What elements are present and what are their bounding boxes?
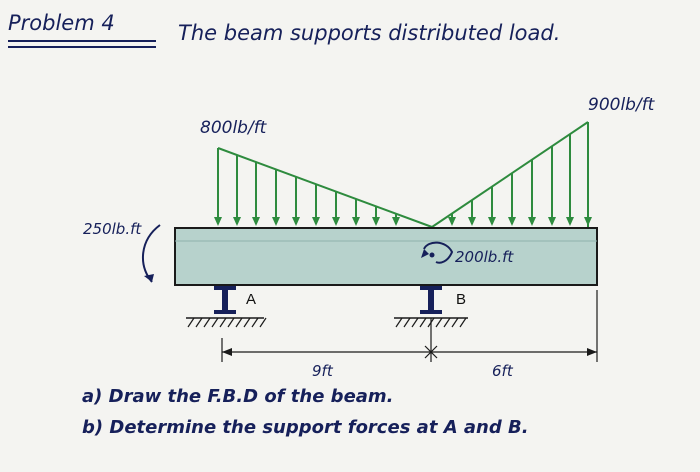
load-arrows xyxy=(214,122,592,226)
support-b-top-flange xyxy=(420,286,442,290)
load-arrow-head xyxy=(214,217,222,226)
ground-hatch-line xyxy=(403,317,411,328)
load-arrow-head xyxy=(352,217,360,226)
support-a: A xyxy=(186,286,267,328)
left-moment-arc xyxy=(141,224,161,283)
dim-label-ab: 9ft xyxy=(312,362,334,380)
support-a-web xyxy=(222,290,228,312)
load-arrow-head xyxy=(292,217,300,226)
load-arrow-head xyxy=(312,217,320,226)
ground-hatch-line xyxy=(219,317,227,328)
load-arrow-head xyxy=(528,217,536,226)
ground-hatch-line xyxy=(227,317,235,328)
question-b: b) Determine the support forces at A and… xyxy=(82,417,529,438)
ground-hatch-line xyxy=(259,317,267,328)
ground-hatch-line xyxy=(451,317,459,328)
ground-hatch-line xyxy=(243,317,251,328)
load-arrow-head xyxy=(584,217,592,226)
dim-label-b-end: 6ft xyxy=(492,362,514,380)
ground-hatch-line xyxy=(211,317,219,328)
support-b-web xyxy=(428,290,434,312)
problem-heading: Problem 4 xyxy=(8,11,115,35)
load-arrow-head xyxy=(252,217,260,226)
middle-moment-arc xyxy=(423,241,454,264)
beam xyxy=(174,227,598,286)
ground-hatch-line xyxy=(435,317,443,328)
support-b-label: B xyxy=(456,291,466,308)
support-a-bottom-flange xyxy=(214,310,236,314)
ground-hatch-line xyxy=(187,317,195,328)
ground-hatch-line xyxy=(251,317,259,328)
load-arrow-head xyxy=(272,217,280,226)
dim-arrow-right xyxy=(587,348,597,356)
left-load-envelope xyxy=(217,147,433,228)
support-b-hatching xyxy=(395,317,467,328)
right-load-label: 900lb/ft xyxy=(588,95,656,115)
load-arrow-head xyxy=(488,217,496,226)
ground-hatch-line xyxy=(419,317,427,328)
ground-hatch-line xyxy=(395,317,403,328)
middle-moment-point xyxy=(429,252,435,258)
load-arrow-head xyxy=(508,217,516,226)
load-arrow-head xyxy=(548,217,556,226)
dimension-lines: 9ft 6ft xyxy=(221,290,598,380)
problem-statement: The beam supports distributed load. xyxy=(178,21,560,45)
ground-hatch-line xyxy=(195,317,203,328)
ground-hatch-line xyxy=(203,317,211,328)
load-arrow-head xyxy=(233,217,241,226)
left-moment-arrowhead xyxy=(144,274,154,282)
question-a: a) Draw the F.B.D of the beam. xyxy=(82,386,394,407)
distributed-load xyxy=(214,121,592,228)
support-a-label: A xyxy=(246,291,256,308)
support-a-top-flange xyxy=(214,286,236,290)
dim-arrow-left xyxy=(222,348,232,356)
support-b-bottom-flange xyxy=(420,310,442,314)
load-arrow-head xyxy=(566,217,574,226)
load-arrow-head xyxy=(448,217,456,226)
load-arrow-head xyxy=(372,217,380,226)
load-arrow-head xyxy=(468,217,476,226)
load-arrow-head xyxy=(392,217,400,226)
ground-hatch-line xyxy=(411,317,419,328)
dim-cross-2 xyxy=(424,345,438,359)
left-load-label: 800lb/ft xyxy=(200,118,268,138)
left-moment-label: 250lb.ft xyxy=(83,220,142,238)
middle-moment-arrowhead xyxy=(421,249,429,258)
ground-hatch-line xyxy=(235,317,243,328)
load-arrow-head xyxy=(332,217,340,226)
middle-moment-label: 200lb.ft xyxy=(455,248,514,266)
right-load-envelope xyxy=(431,121,589,228)
support-a-hatching xyxy=(187,317,267,328)
ground-hatch-line xyxy=(443,317,451,328)
ground-hatch-line xyxy=(459,317,467,328)
